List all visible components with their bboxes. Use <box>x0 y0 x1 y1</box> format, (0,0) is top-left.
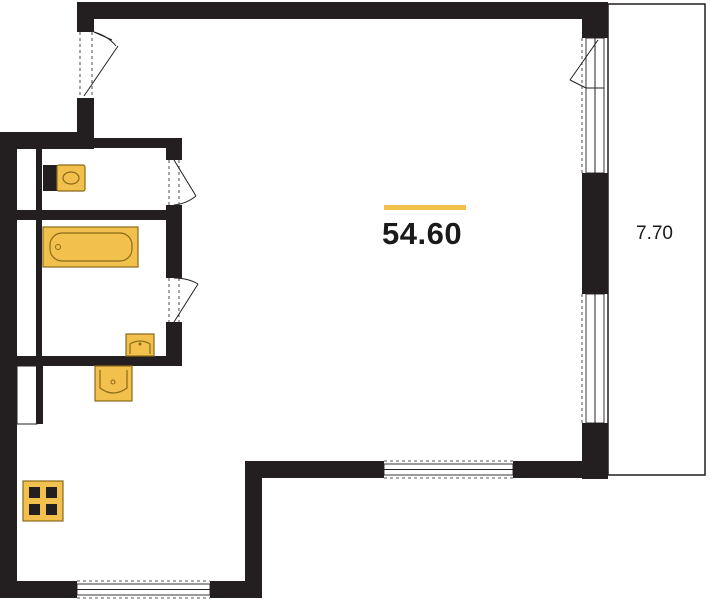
wall-step-horizontal-right <box>513 461 608 478</box>
balcony-outline <box>607 3 706 476</box>
bathtub <box>42 226 139 268</box>
wall-wc-bath-divider <box>17 210 182 220</box>
door-swing-icon <box>79 31 119 98</box>
door-swing-icon <box>569 37 604 89</box>
window-icon <box>581 293 609 424</box>
wall-right-top <box>582 2 608 38</box>
wall-right-pier <box>582 173 608 294</box>
window-icon <box>581 37 609 174</box>
wall-partition-lower <box>166 322 182 366</box>
wall-left-upper <box>77 98 94 138</box>
window-icon <box>76 580 211 599</box>
wall-bath-bottom <box>17 356 182 366</box>
toilet <box>43 164 86 192</box>
wall-left-upper-stub <box>77 2 94 32</box>
wall-bottom-left <box>0 581 77 598</box>
stove <box>22 480 64 522</box>
window-icon <box>383 460 514 479</box>
area-accent-bar <box>384 205 466 210</box>
wall-step-horizontal-left <box>245 461 384 478</box>
main-room-area-label: 54.60 <box>382 216 463 251</box>
wall-partition-upper <box>166 138 182 160</box>
sink-bathroom <box>125 333 155 357</box>
wall-partition-mid <box>166 205 182 278</box>
wall-wc-bath-left <box>36 148 42 366</box>
wall-step-vertical <box>245 461 262 598</box>
wall-niche-right <box>36 366 43 424</box>
door-swing-icon <box>168 277 199 323</box>
sink-hall <box>94 365 133 402</box>
wall-wc-top <box>17 138 182 148</box>
wall-left-outer <box>0 132 17 598</box>
balcony-area-label: 7.70 <box>636 223 673 244</box>
door-swing-icon <box>168 159 197 206</box>
niche-outline <box>16 365 38 425</box>
wall-top <box>77 2 608 19</box>
